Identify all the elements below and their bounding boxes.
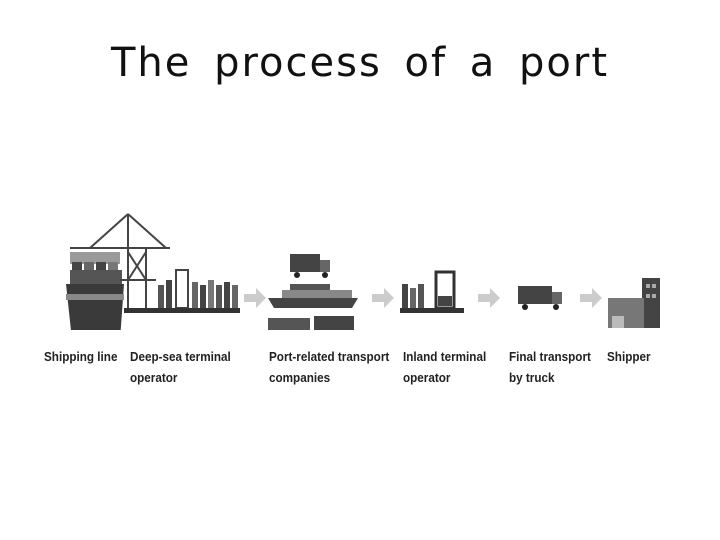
inland-terminal-icon: [400, 270, 464, 313]
warehouse-icon: [608, 278, 660, 328]
stage-label-deep-sea-terminal-operator: Deep-sea terminal operator: [130, 349, 231, 385]
slide-title: The process of a port: [110, 40, 610, 86]
truck-barge-train-icon: [268, 254, 358, 330]
stage-label-shipping-line: Shipping line: [44, 349, 118, 364]
arrow-icon: [478, 288, 500, 308]
stage-label-final-transport-truck: Final transport by truck: [509, 349, 591, 385]
arrow-icon: [580, 288, 602, 308]
stage-label-shipper: Shipper: [607, 349, 651, 364]
stage-label-inland-terminal-operator: Inland terminal operator: [403, 349, 487, 385]
gantry-crane-icon: [70, 213, 170, 308]
arrow-icon: [372, 288, 394, 308]
terminal-container-stacks: [124, 269, 240, 313]
container-ship-icon: [66, 252, 124, 330]
truck-icon: [518, 286, 562, 310]
stage-label-port-related-transport: Port-related transport companies: [269, 349, 390, 385]
arrow-icon: [244, 288, 266, 308]
port-process-diagram: [66, 213, 660, 330]
